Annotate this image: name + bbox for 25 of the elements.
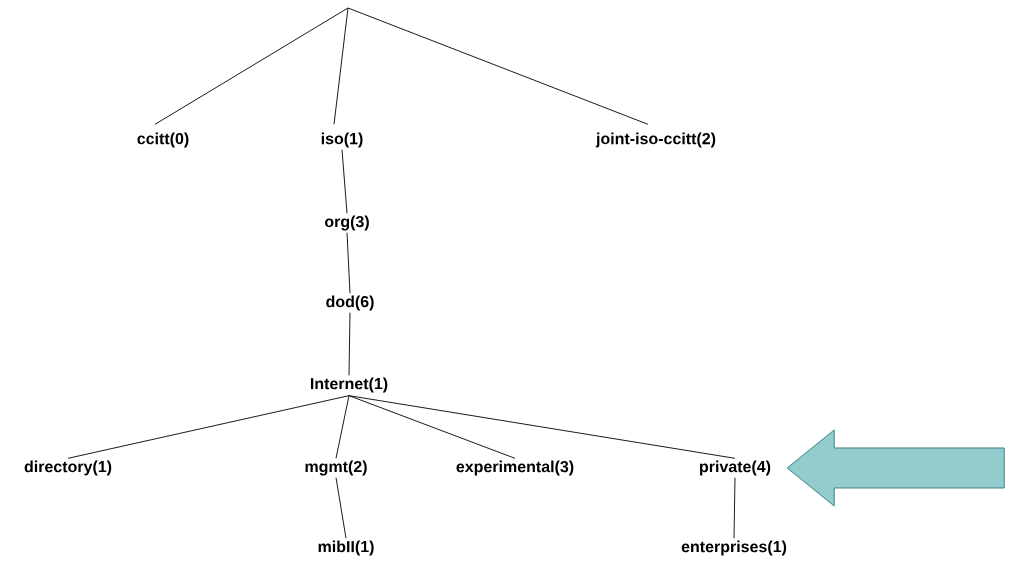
tree-line — [347, 7, 649, 125]
tree-line — [346, 232, 351, 294]
node-label: enterprises(1) — [681, 540, 787, 556]
tree-line — [335, 477, 347, 539]
tree-line — [341, 149, 348, 214]
node-label: joint-iso-ccitt(2) — [595, 132, 716, 148]
node-label: mibII(1) — [318, 540, 374, 556]
node-label: mgmt(2) — [305, 460, 367, 476]
tree-line — [733, 477, 736, 539]
tree-line — [333, 7, 349, 125]
tree-line — [348, 312, 351, 376]
node-label: Internet(1) — [310, 377, 388, 393]
node-label: dod(6) — [326, 295, 374, 311]
node-label: ccitt(0) — [137, 132, 189, 148]
node-label: experimental(3) — [456, 460, 574, 476]
node-label: directory(1) — [24, 460, 112, 476]
tree-line — [348, 395, 516, 459]
node-label: private(4) — [700, 460, 771, 476]
tree-line — [67, 395, 350, 459]
node-label: iso(1) — [321, 132, 363, 148]
tree-line — [348, 395, 736, 459]
block-arrow — [786, 429, 1005, 507]
tree-line — [335, 395, 350, 459]
tree-line — [154, 7, 349, 125]
node-label: org(3) — [324, 215, 369, 231]
